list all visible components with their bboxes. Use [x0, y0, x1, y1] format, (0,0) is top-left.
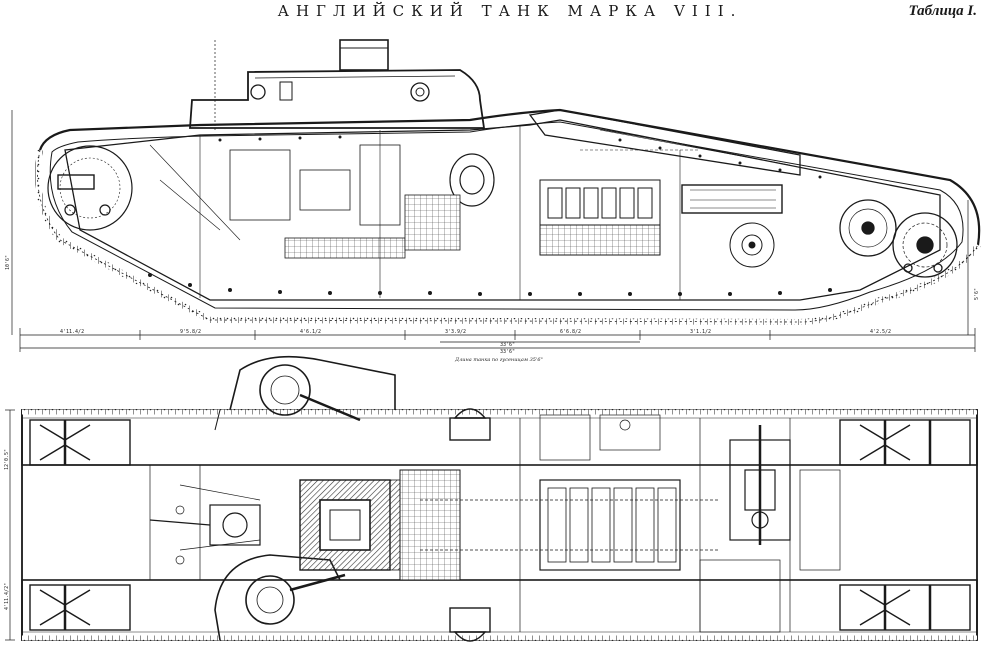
- track-inner: [49, 121, 964, 311]
- plan-track-bottom: [21, 579, 978, 641]
- drawing-title: АНГЛИЙСКИЙ ТАНК МАРКА VIII.: [277, 2, 743, 20]
- dim-overall-middle: 33'6": [500, 342, 515, 348]
- rear-sprocket: [839, 199, 958, 278]
- dim-label: 4'6.1/2: [300, 329, 321, 335]
- plan-width-label: 12'0.5": [4, 449, 10, 470]
- ammo-racks: [229, 144, 461, 259]
- plan-transmission: [729, 425, 791, 545]
- dim-right-height: 5'6": [974, 288, 980, 300]
- lower-sponson: [214, 554, 346, 641]
- track-outline: [36, 108, 981, 324]
- engine: [539, 179, 775, 268]
- plan-dimensions: [5, 409, 15, 641]
- exhaust-box: [681, 184, 783, 214]
- hull-side: [64, 119, 941, 301]
- dim-label: 4'2.5/2: [870, 329, 891, 335]
- plan-view: [21, 355, 978, 642]
- side-dimensions: [11, 40, 976, 352]
- dim-caption: Длина танка по гусеницам 35'6": [454, 357, 543, 363]
- dim-label: 3'1.1/2: [690, 329, 711, 335]
- driver-seat: [149, 504, 261, 546]
- rear-deck: [528, 109, 801, 176]
- turret-floor: [299, 479, 391, 571]
- plan-engine: [539, 479, 681, 571]
- dim-label: 6'6.8/2: [560, 329, 581, 335]
- superstructure: [189, 69, 486, 129]
- hull-rivets: [148, 135, 832, 296]
- fuel-drum: [449, 153, 495, 207]
- side-elevation: [34, 39, 981, 326]
- dim-label: 9'5.8/2: [180, 329, 201, 335]
- rear-roller-units: [839, 419, 971, 631]
- upper-sponson: [214, 355, 396, 431]
- ammo-stowage: [399, 469, 461, 581]
- dim-label: 3'3.9/2: [445, 329, 466, 335]
- plan-hatches: [449, 408, 491, 642]
- dim-vertical: 10'6": [5, 255, 11, 270]
- plate-label: Таблица I.: [908, 3, 977, 19]
- dim-label: 4'11.4/2: [60, 329, 84, 335]
- front-idler: [47, 145, 133, 231]
- front-roller-units: [29, 419, 131, 631]
- cupola: [339, 39, 389, 71]
- plan-width-label-mid: 4'11.4/2": [4, 583, 10, 610]
- dim-overall-inner: 33'6": [500, 349, 515, 355]
